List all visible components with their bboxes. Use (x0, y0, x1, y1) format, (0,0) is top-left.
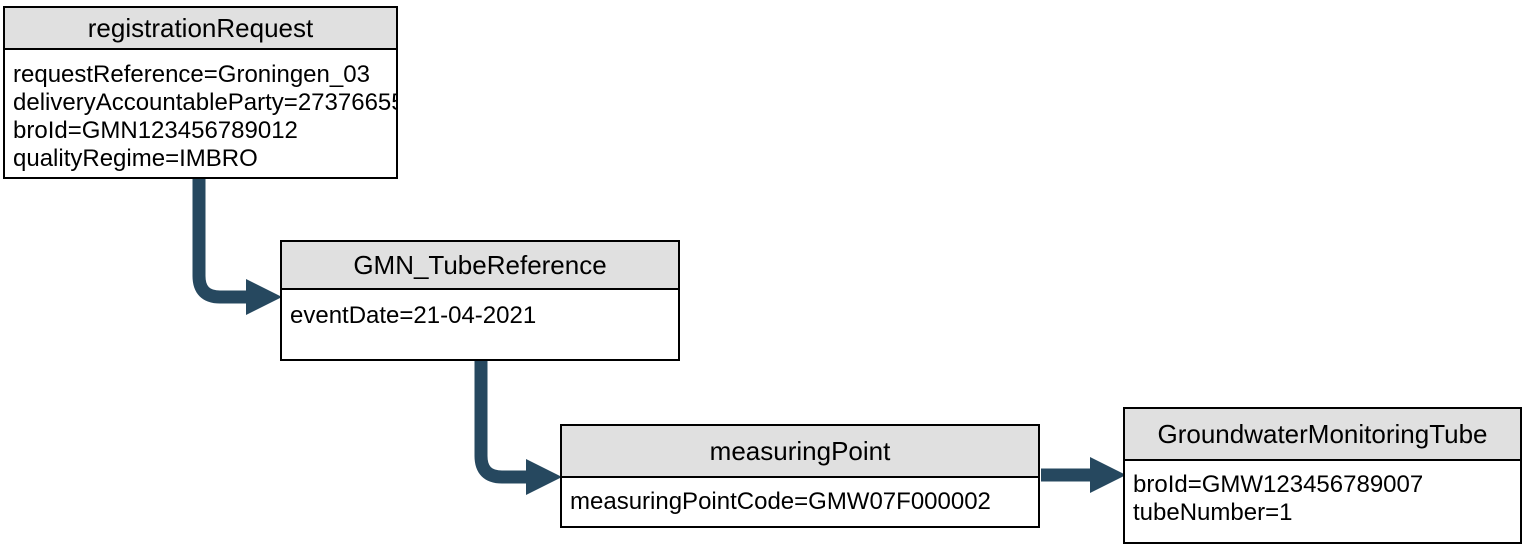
attribute-measuring-point-code: measuringPointCode=GMW07F000002 (570, 488, 991, 515)
node-title: GMN_TubeReference (282, 242, 678, 290)
node-attributes: eventDate=21-04-2021 (282, 290, 678, 330)
node-registration-request: registrationRequest requestReference=Gro… (3, 6, 398, 179)
edge-measuringpoint-to-groundwatermonitoringtube-arrow (1041, 457, 1126, 493)
node-attributes: broId=GMW123456789007 tubeNumber=1 (1125, 461, 1520, 527)
node-title: measuringPoint (562, 426, 1038, 478)
edge-registrationrequest-to-gmntubereference-arrow (192, 177, 282, 315)
edge-gmntubereference-to-measuringpoint-arrow (474, 359, 562, 495)
attribute-bro-id: broId=GMN123456789012 (13, 117, 298, 144)
node-title: registrationRequest (5, 8, 396, 50)
node-title: GroundwaterMonitoringTube (1125, 409, 1520, 461)
node-groundwater-monitoring-tube: GroundwaterMonitoringTube broId=GMW12345… (1123, 407, 1522, 544)
node-measuring-point: measuringPoint measuringPointCode=GMW07F… (560, 424, 1040, 528)
node-gmn-tube-reference: GMN_TubeReference eventDate=21-04-2021 (280, 240, 680, 361)
attribute-tube-number: tubeNumber=1 (1133, 499, 1293, 526)
attribute-bro-id: broId=GMW123456789007 (1133, 471, 1424, 498)
attribute-quality-regime: qualityRegime=IMBRO (13, 145, 258, 172)
attribute-request-reference: requestReference=Groningen_03 (13, 61, 370, 88)
attribute-event-date: eventDate=21-04-2021 (290, 302, 537, 329)
node-attributes: measuringPointCode=GMW07F000002 (562, 478, 1038, 516)
attribute-delivery-accountable-party: deliveryAccountableParty=27376655 (13, 89, 396, 116)
node-attributes: requestReference=Groningen_03 deliveryAc… (5, 50, 396, 173)
